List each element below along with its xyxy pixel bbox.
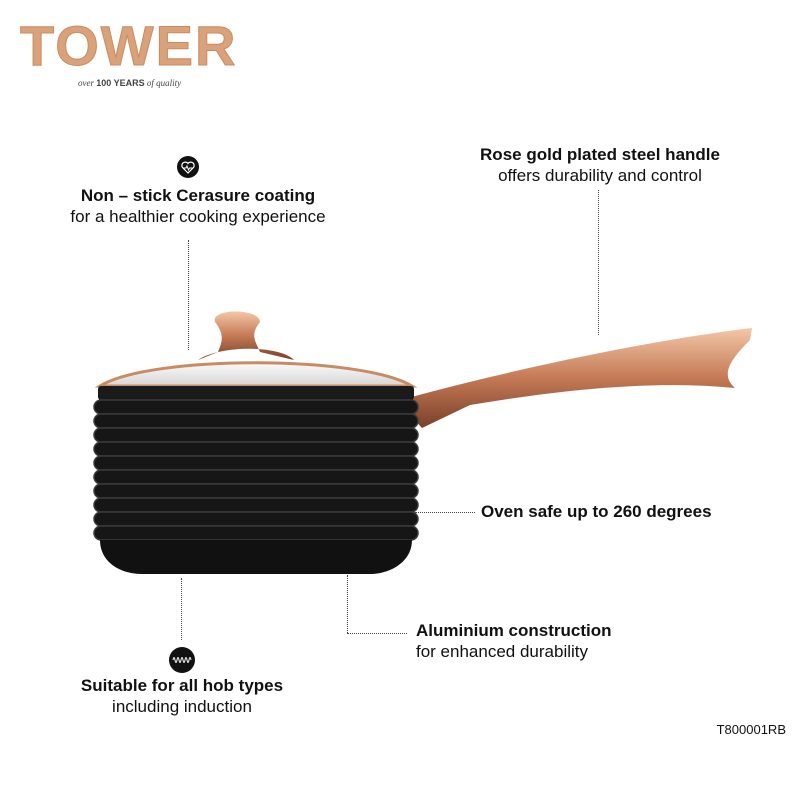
saucepan-image [93,311,752,574]
feature-title-oven: Oven safe up to 260 degrees [481,502,712,521]
callout-line [181,578,182,640]
feature-subtitle-handle: offers durability and control [498,166,702,185]
heart-pulse-icon [177,156,199,178]
callout-line [347,575,348,633]
feature-title-handle: Rose gold plated steel handle [480,145,720,164]
feature-title-hob: Suitable for all hob types [80,676,284,695]
induction-coil-icon [169,647,195,673]
callout-line [188,240,189,350]
tower-logo: TOWER [19,14,238,77]
callout-line [415,512,475,513]
feature-subtitle-coating: for a healthier cooking experience [70,207,326,226]
feature-title-coating: Non – stick Cerasure coating [80,186,316,205]
feature-title-aluminium: Aluminium construction [416,621,612,640]
callout-line [347,633,407,634]
callout-line [598,190,599,335]
brand-tagline: over 100 YEARS of quality [78,78,182,88]
product-code: T800001RB [716,722,786,737]
feature-subtitle-hob: including induction [112,697,252,716]
feature-subtitle-aluminium: for enhanced durability [416,642,589,661]
